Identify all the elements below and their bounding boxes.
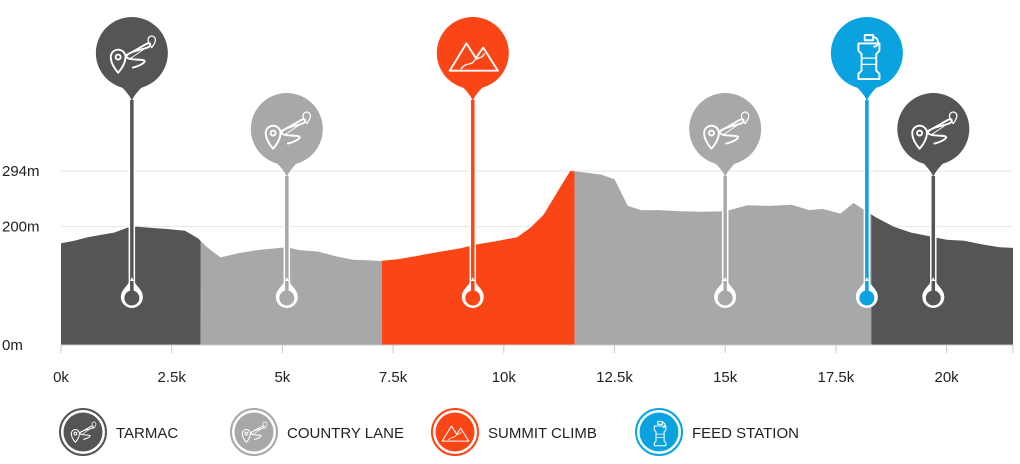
marker-5-feed-station	[830, 17, 903, 308]
legend-item-summit-climb: SUMMIT CLIMB	[431, 408, 597, 456]
legend-item-feed-station: FEED STATION	[635, 408, 799, 456]
legend-label-summit-climb: SUMMIT CLIMB	[488, 425, 597, 442]
x-tick-label-7: 17.5k	[818, 369, 855, 386]
legend-label-tarmac: TARMAC	[116, 425, 178, 442]
y-tick-label-1: 200m	[2, 219, 40, 236]
section-3-summit-climb	[382, 171, 575, 345]
y-tick-label-0: 0m	[2, 337, 23, 354]
x-tick-label-4: 10k	[492, 369, 517, 386]
winding-road-icon	[70, 421, 97, 443]
winding-road-icon	[703, 111, 750, 150]
section-5-tarmac	[871, 214, 1013, 345]
winding-road-icon	[264, 111, 312, 150]
legend-item-tarmac: TARMAC	[59, 408, 178, 456]
marker-6-tarmac	[897, 93, 970, 308]
winding-road-icon	[241, 421, 268, 443]
x-tick-label-6: 15k	[713, 369, 738, 386]
marker-1-tarmac	[95, 17, 168, 308]
water-bottle-icon	[857, 34, 881, 81]
mountain-icon	[441, 425, 470, 442]
x-tick-label-3: 7.5k	[379, 369, 408, 386]
mountain-icon	[448, 42, 499, 72]
x-tick-label-5: 12.5k	[596, 369, 633, 386]
water-bottle-icon	[653, 420, 667, 447]
legend-swatch	[234, 412, 274, 452]
y-axis-labels: 0m 200m 294m	[2, 163, 40, 354]
legend-item-country-lane: COUNTRY LANE	[230, 408, 404, 456]
marker-4-country-lane	[689, 93, 762, 308]
legend-swatch	[639, 412, 679, 452]
x-axis: 0k 2.5k 5k 7.5k 10k 12.5k 15k 17.5k 20k	[53, 344, 1014, 386]
winding-road-icon	[911, 111, 958, 150]
x-tick-label-8: 20k	[934, 369, 959, 386]
section-markers	[95, 17, 970, 308]
marker-2-country-lane	[250, 93, 323, 308]
legend: TARMAC COUNTRY LANE SUMMIT CLIMB FEED STATI…	[59, 408, 799, 456]
legend-swatch	[63, 412, 103, 452]
winding-road-icon	[109, 35, 157, 74]
legend-label-feed-station: FEED STATION	[692, 425, 799, 442]
elevation-sections	[61, 171, 1013, 345]
y-tick-label-2: 294m	[2, 163, 40, 180]
x-tick-label-2: 5k	[274, 369, 290, 386]
legend-label-country-lane: COUNTRY LANE	[287, 425, 404, 442]
marker-3-summit-climb	[436, 17, 509, 308]
x-tick-label-0: 0k	[53, 369, 69, 386]
x-tick-label-1: 2.5k	[158, 369, 187, 386]
